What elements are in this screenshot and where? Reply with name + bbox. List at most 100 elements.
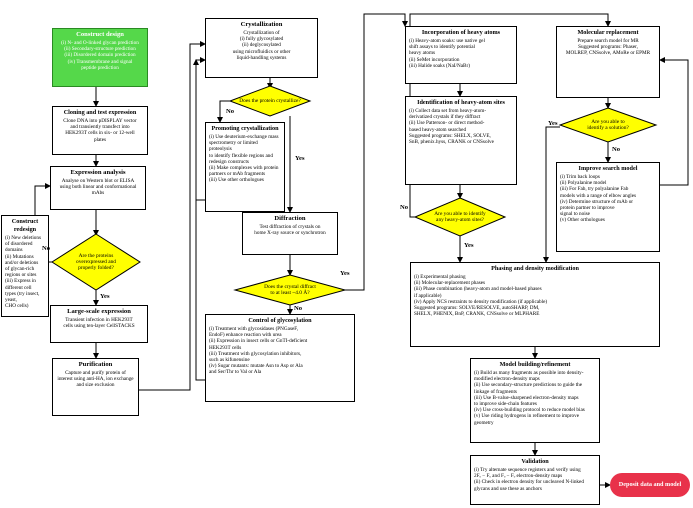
list-item: derivatized crystals if they diffract — [409, 114, 481, 121]
crystallization-title: Crystallization — [240, 21, 283, 28]
list-item: peptide prediction — [81, 64, 119, 71]
list-item: (iii) For Fab, try polyalanine Fab — [560, 186, 629, 193]
list-item: such as kifunensine — [209, 357, 250, 364]
list-item: (i) Try alternate sequence registers and… — [474, 467, 581, 473]
improve-box: Improve search model (i) Trim back loops… — [556, 162, 660, 252]
list-item: (iii) Use other orthologues — [209, 177, 264, 184]
glycosylation-box: Control of glycosylation (i) Treatment w… — [205, 314, 355, 402]
list-item: Test diffraction of crystals on — [259, 224, 321, 230]
list-item: HEK293T cells — [209, 344, 242, 351]
expression-title: Expression analysis — [70, 169, 126, 176]
list-item: domains — [5, 247, 23, 254]
list-item: (ii) SeMet incorporation — [409, 56, 460, 63]
list-item: models with a range of elbow angles — [560, 192, 637, 199]
list-item: (i) Collect data set from heavy-atom- — [409, 108, 487, 114]
list-item: SHELX, PHENIX, BnP, CRANK, CNSsolve or M… — [414, 311, 540, 318]
decision-diamond-crystallize — [228, 85, 312, 117]
list-item: (i) N- and O-linked glycan prediction — [61, 40, 139, 46]
list-item: (ii) deglycosylated — [242, 42, 281, 49]
label-no-heavy: No — [400, 204, 409, 211]
list-item: (iii) Express in different cell — [5, 278, 36, 291]
label-yes-proteins: Yes — [100, 293, 110, 300]
list-item: Analyse on Western blot or ELISA — [61, 178, 135, 184]
list-item: (ii) Make complexes with protein — [209, 165, 279, 172]
list-item: CHO cells) — [5, 303, 29, 310]
list-item: (v) Other orthologues — [560, 217, 605, 224]
list-item: Prepare search model for MR — [577, 38, 639, 44]
decision-heavy-text: Are you able to identify any heavy-atom … — [434, 211, 486, 224]
expression-box: Expression analysis Analyse on Western b… — [50, 166, 146, 210]
list-item: (iii) Phase combination (heavy-atom and … — [414, 286, 542, 293]
list-item: linkage of fragments — [474, 388, 517, 395]
list-item: (iii) Halide soaks (NaI/NaBr) — [409, 62, 470, 69]
list-item: (ii) Expression in insect cells or GnTI-… — [209, 338, 308, 345]
large-scale-box: Large-scale expression Transient infecti… — [50, 305, 148, 343]
list-item: cells using ten-layer CellSTACKS — [63, 323, 135, 330]
decision-crystallize-text: Does the protein crystallize? — [239, 98, 301, 104]
promoting-box: Promoting crystallization (i) Use deuter… — [205, 122, 285, 212]
decision-diamond-heavy — [413, 197, 507, 237]
list-item: (v) Use riding hydrogens in refinement t… — [474, 413, 580, 420]
list-item: modified electron-density maps — [474, 376, 540, 383]
deposit-pill: Deposit data and model — [610, 473, 690, 497]
heavy-atoms-box: Incorporation of heavy atoms (i) Heavy-a… — [405, 26, 517, 84]
list-item: (i) Experimental phasing — [414, 274, 466, 280]
crystallization-box: Crystallization Crystallization of (i) f… — [205, 18, 318, 78]
list-item: Transient infection in HEK293T — [65, 317, 133, 323]
list-item: Suggested programs: SHELX, SOLVE, — [409, 132, 491, 139]
label-yes-diffract: Yes — [340, 270, 350, 277]
building-title: Model building/refinement — [499, 361, 571, 368]
diffraction-box: Diffraction Test diffraction of crystals… — [242, 212, 338, 255]
heavy-atoms-title: Incorporation of heavy atoms — [421, 29, 501, 36]
list-item: Crystallization of — [243, 30, 280, 36]
validation-box: Validation (i) Try alternate sequence re… — [470, 455, 600, 505]
list-item: mAbs — [91, 190, 105, 197]
list-item: of glycan-rich regions or sites — [5, 266, 37, 279]
list-item: (ii) Mutations and/or deletions — [5, 253, 39, 266]
list-item: redesign constructs — [209, 158, 249, 165]
cloning-box: Cloning and test expression Clone DNA in… — [52, 106, 148, 155]
list-item: (ii) Molecular-replacement phases — [414, 280, 486, 287]
label-yes-crystallize: Yes — [295, 155, 305, 162]
list-item: if applicable) — [414, 292, 442, 299]
list-item: using microfluidics or other — [232, 48, 291, 55]
list-item: shift assays to identify potential — [409, 44, 475, 51]
list-item: (i) Heavy-atom soaks: use native gel — [409, 38, 485, 44]
list-item: (iii) Treatment with glycosylation inhib… — [209, 350, 302, 357]
building-box: Model building/refinement (i) Build as m… — [470, 358, 600, 443]
list-item: and Ser/Thr to Val or Ala — [209, 369, 262, 376]
decision-diamond-proteins — [51, 233, 141, 291]
list-item: (ii) Check in electron density for uncle… — [474, 479, 584, 486]
list-item: (iv) Sugar mutants: mutate Asn to Asp or… — [209, 363, 303, 370]
list-item: home X-ray source or synchrotron — [254, 230, 326, 237]
list-item: Capture and purify protein of — [65, 370, 126, 376]
list-item: EndoF) enhance reaction with urea — [209, 332, 282, 339]
list-item: liquid-handling systems — [236, 54, 287, 61]
list-item: Suggested programs: SOLVE/RESOLVE, autoS… — [414, 305, 540, 312]
diffraction-title: Diffraction — [274, 215, 306, 222]
construct-design-box: Construct design (i) N- and O-linked gly… — [52, 28, 148, 87]
list-item: plates — [93, 136, 107, 143]
molrep-title: Molecular replacement — [577, 29, 639, 36]
list-item: types (try insect, yeast, — [5, 290, 40, 304]
list-item: MOLREP, CNSsolve, AMoRe or EPMR — [565, 50, 651, 57]
large-scale-title: Large-scale expression — [67, 308, 131, 315]
cloning-title: Cloning and test expression — [63, 109, 137, 116]
list-item: signal to noise — [560, 211, 590, 218]
list-item: (iii) Use B-value-sharpened electron-den… — [474, 394, 579, 401]
glycosylation-title: Control of glycosylation — [248, 317, 312, 324]
list-item: (iii) Disordered domain prediction — [64, 52, 136, 59]
purification-box: Purification Capture and purify protein … — [52, 358, 139, 416]
list-item: (i) Trim back loops — [560, 174, 600, 180]
list-item: heavy atoms — [409, 50, 436, 57]
label-yes-solution: Yes — [548, 120, 558, 127]
decision-diffract-text: Does the crystal diffract to at least ~4… — [264, 284, 316, 297]
improve-title: Improve search model — [578, 165, 638, 172]
list-item: geometry — [474, 419, 494, 426]
list-item: to identify flexible regions and — [209, 152, 273, 159]
list-item: SnB, phenix.hyss, CRANK or CNSsolve — [409, 139, 494, 146]
list-item: protein partner to improve — [560, 205, 615, 212]
list-item: (iv) Determine structure of mAb or — [560, 198, 634, 205]
identification-title: Identification of heavy-atom sites — [417, 99, 505, 106]
redesign-box: Construct redesign (i) New deletions of … — [1, 215, 49, 317]
